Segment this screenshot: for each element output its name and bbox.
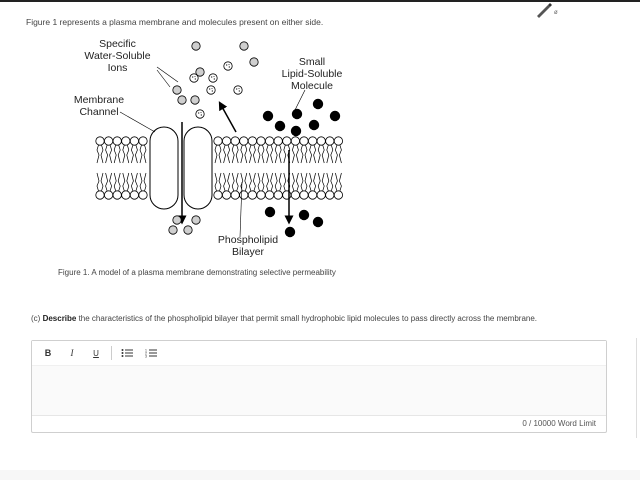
toolbar-divider bbox=[111, 346, 112, 360]
membrane-channel-protein bbox=[149, 126, 213, 210]
membrane-diagram bbox=[95, 41, 343, 238]
answer-textarea[interactable] bbox=[32, 365, 606, 416]
intro-text: Figure 1 represents a plasma membrane an… bbox=[26, 17, 324, 27]
svg-text:3: 3 bbox=[145, 355, 147, 359]
question-body: the characteristics of the phospholipid … bbox=[76, 314, 538, 323]
numbered-list-icon: 123 bbox=[145, 349, 157, 359]
svg-text:2: 2 bbox=[145, 352, 147, 356]
underline-button[interactable]: U bbox=[93, 348, 99, 358]
italic-button[interactable]: I bbox=[70, 348, 74, 358]
bulleted-list-button[interactable] bbox=[115, 343, 139, 363]
word-limit-counter: 0 / 10000 Word Limit bbox=[32, 415, 606, 432]
next-panel-edge bbox=[636, 338, 640, 438]
pen-icon[interactable]: ø bbox=[534, 2, 560, 18]
bulleted-list-icon bbox=[121, 349, 133, 357]
figure-caption: Figure 1. A model of a plasma membrane d… bbox=[58, 268, 336, 277]
question-text: (c) Describe the characteristics of the … bbox=[31, 314, 537, 323]
svg-text:1: 1 bbox=[145, 349, 147, 353]
svg-text:ø: ø bbox=[554, 10, 558, 16]
question-verb: Describe bbox=[42, 314, 77, 323]
bold-button[interactable]: B bbox=[44, 348, 52, 358]
top-border bbox=[0, 0, 640, 2]
bottom-bar bbox=[0, 470, 640, 480]
question-part: (c) bbox=[31, 314, 43, 323]
